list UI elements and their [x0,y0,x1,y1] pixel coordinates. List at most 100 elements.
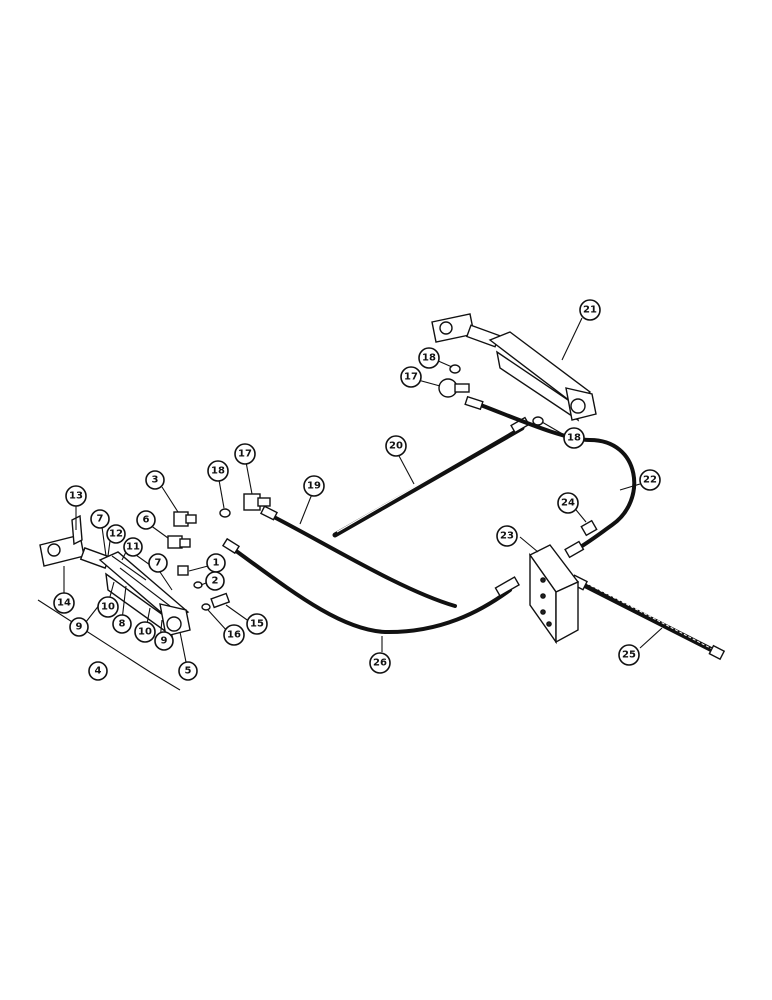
callout-24: 24 [557,492,579,514]
o-ring-16 [201,603,211,611]
leader-25 [639,627,663,649]
svg-text:25: 25 [622,650,636,661]
leader-7a [101,526,107,557]
callout-18a: 18 [418,347,440,369]
callout-26: 26 [369,652,391,674]
leader-15 [225,604,251,623]
leader-2 [200,582,207,586]
callout-9a: 9 [69,617,89,637]
svg-text:10: 10 [138,627,152,638]
svg-text:21: 21 [583,305,597,316]
tie-rod-10-a [111,555,147,581]
o-ring-18-upper [449,364,461,374]
callout-23: 23 [496,525,518,547]
svg-text:9: 9 [76,622,83,633]
callout-13: 13 [65,485,87,507]
elbow-fitting-17-upper [438,378,470,398]
callout-22: 22 [639,469,661,491]
callout-14: 14 [53,592,75,614]
callout-6: 6 [136,510,156,530]
svg-text:11: 11 [126,542,140,553]
fitting-1 [177,565,189,576]
o-ring-18-right [532,416,544,426]
leader-1 [188,565,209,572]
svg-text:14: 14 [57,598,71,609]
leader-20 [397,453,415,485]
callout-20: 20 [385,435,407,457]
o-ring-18-lower [219,508,231,518]
svg-text:4: 4 [95,666,102,677]
svg-text:17: 17 [238,449,252,460]
callout-18c: 18 [207,460,229,482]
svg-text:26: 26 [373,658,387,669]
callout-17b: 17 [234,443,256,465]
leader-16 [207,609,229,633]
leader-21 [561,317,583,361]
fitting-24 [580,519,598,537]
fitting-3 [173,511,197,527]
callout-1: 1 [206,553,226,573]
callout-4: 4 [88,661,108,681]
svg-text:19: 19 [307,481,321,492]
leader-6 [149,524,169,539]
callout-3: 3 [145,470,165,490]
svg-text:23: 23 [500,531,514,542]
leader-3 [161,486,179,513]
svg-text:10: 10 [101,602,115,613]
callout-11: 11 [123,537,143,557]
svg-text:7: 7 [97,514,104,525]
hose-26 [221,537,520,635]
callout-10a: 10 [97,596,119,618]
valve-block-23 [528,544,580,645]
svg-text:9: 9 [161,636,168,647]
callout-10b: 10 [134,621,156,643]
callout-25: 25 [618,644,640,666]
leader-12 [107,540,111,557]
callout-2: 2 [205,571,225,591]
svg-text:6: 6 [143,515,150,526]
leader-18c [218,479,225,509]
callout-19: 19 [303,475,325,497]
hose-20 [332,416,530,538]
leader-5 [179,631,187,663]
callout-15: 15 [246,613,268,635]
leader-22 [619,483,641,491]
svg-text:13: 13 [69,491,83,502]
callout-21: 21 [579,299,601,321]
fitting-6 [167,535,191,549]
svg-text:22: 22 [643,475,657,486]
leader-17b [245,461,253,495]
svg-text:17: 17 [404,372,418,383]
callout-8: 8 [112,614,132,634]
callout-17a: 17 [400,366,422,388]
svg-text:20: 20 [389,441,403,452]
callout-7a: 7 [90,509,110,529]
svg-text:8: 8 [119,619,126,630]
leader-18b [541,421,567,437]
svg-text:24: 24 [561,498,575,509]
svg-text:7: 7 [155,558,162,569]
leader-11 [121,551,127,561]
callout-12: 12 [106,524,126,544]
svg-text:16: 16 [227,630,241,641]
leader-19 [299,493,313,525]
cylinder-4 [39,514,191,638]
svg-text:15: 15 [250,619,264,630]
o-ring-2 [193,581,203,589]
hose-25 [569,574,726,661]
svg-text:3: 3 [152,475,159,486]
svg-text:18: 18 [211,466,225,477]
svg-text:5: 5 [185,666,192,677]
svg-text:2: 2 [212,576,219,587]
leader-17a [417,379,441,387]
leader-23 [519,536,539,553]
callout-9b: 9 [154,631,174,651]
cylinder-21 [431,313,597,422]
callout-16: 16 [223,624,245,646]
fitting-15 [210,592,231,609]
hose-22 [464,395,637,559]
svg-text:1: 1 [213,558,220,569]
svg-text:18: 18 [567,433,581,444]
leader-7b [159,571,173,591]
